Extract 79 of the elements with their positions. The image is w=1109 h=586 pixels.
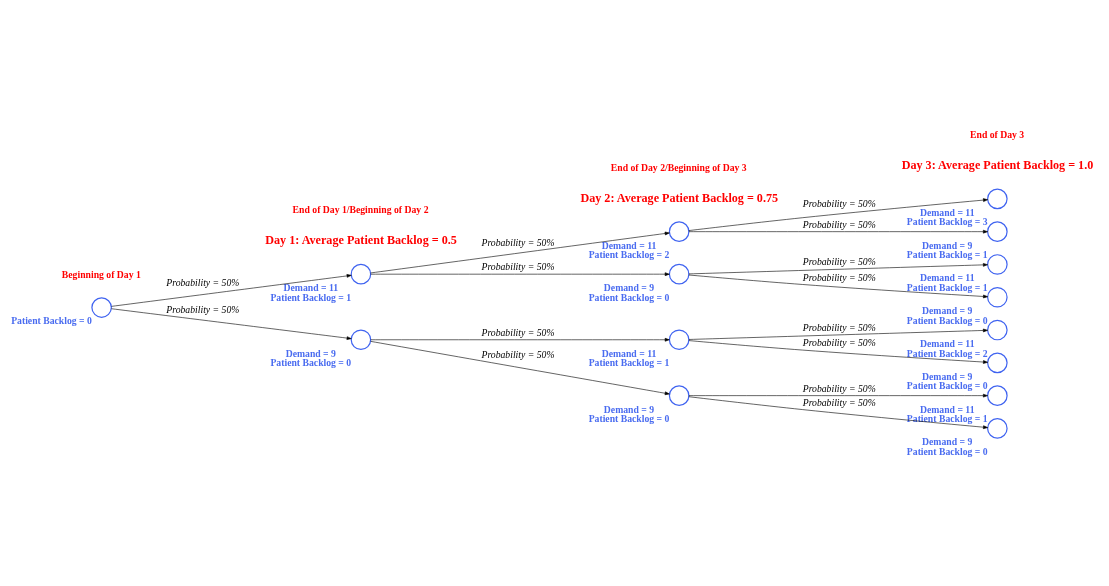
node-label: Demand = 9 [922,370,973,382]
arrow [688,263,988,275]
node-circle [350,329,372,351]
node-label: Demand = 9 [603,282,655,294]
edge-label: Probability = 50% [802,255,876,267]
node-circle [987,418,1008,439]
label: Day 3: Average Patient Backlog = 1.0 [901,158,1094,173]
arrow [688,396,988,429]
node-label: Patient Backlog = 1 [588,357,670,369]
arrow [688,198,988,231]
node-label: Patient Backlog = 1 [906,413,988,425]
arrow [688,229,988,234]
node-label: Patient Backlog = 0 [588,291,670,303]
node-circle [987,319,1008,341]
node-circle [987,286,1008,308]
node-label: Patient Backlog = 0 [906,446,988,458]
edge-label: Probability = 50% [802,271,876,283]
node-label: Patient Backlog = 0 [270,357,352,369]
node-label: Patient Backlog = 2 [906,347,988,359]
node-label: Patient Backlog = 1 [906,249,988,261]
label: End of Day 3 [970,129,1025,141]
edge-label: Probability = 50% [481,348,555,360]
node-label: Patient Backlog = 2 [588,249,670,261]
edge-label: Probability = 50% [802,321,876,333]
node-circle [987,385,1008,406]
node-label: Demand = 11 [283,282,339,294]
node-label: Patient Backlog = 1 [270,291,352,303]
node-circle [91,297,112,318]
arrow [111,274,352,307]
label: Day 1: Average Patient Backlog = 0.5 [265,233,457,248]
node-label: Demand = 9 [922,239,973,251]
node-circle [668,329,690,351]
node-circle [350,263,372,285]
node-label: Demand = 11 [919,337,975,349]
label: End of Day 1/Beginning of Day 2 [292,204,429,216]
edge-label: Probability = 50% [481,326,555,338]
node-label: Demand = 9 [922,436,973,448]
edge-label: Probability = 50% [481,261,555,273]
arrow [688,393,988,398]
edge-label: Probability = 50% [802,382,876,394]
node-label: Demand = 11 [601,347,657,359]
node-circle [987,221,1008,242]
arrow [688,274,988,299]
node-circle [668,385,690,406]
node-circle [668,263,690,285]
edge-label: Probability = 50% [802,396,876,408]
arrow [688,328,988,340]
node-label: Patient Backlog = 0 [906,380,988,392]
edge-label: Probability = 50% [802,337,876,349]
node-label: Demand = 9 [922,305,973,317]
node-label: Patient Backlog = 3 [906,216,988,228]
edge-label: Probability = 50% [802,218,876,230]
arrow [370,337,670,342]
label: Beginning of Day 1 [61,269,141,281]
node-label: Demand = 11 [919,403,975,415]
arrow [688,340,988,364]
arrow [111,308,352,340]
label: End of Day 2/Beginning of Day 3 [610,161,747,173]
node-label: Demand = 9 [285,347,336,359]
node-label: Demand = 11 [919,272,975,284]
node-label: Patient Backlog = 0 [11,315,92,327]
edge-label: Probability = 50% [166,303,240,315]
arrow [370,231,670,274]
node-label: Demand = 11 [919,206,975,218]
node-label: Demand = 11 [601,239,657,251]
edge-label: Probability = 50% [481,236,555,248]
node-label: Patient Backlog = 0 [588,413,670,425]
node-label: Patient Backlog = 0 [906,314,988,326]
node-circle [668,221,690,242]
arrow [370,272,670,276]
edge-label: Probability = 50% [166,277,240,289]
node-circle [987,188,1008,210]
edge-label: Probability = 50% [802,198,876,210]
node-circle [987,352,1008,374]
node-circle [987,254,1008,275]
label: Day 2: Average Patient Backlog = 0.75 [580,190,779,205]
node-label: Demand = 9 [603,403,655,415]
arrow [370,341,670,396]
node-label: Patient Backlog = 1 [906,282,988,294]
